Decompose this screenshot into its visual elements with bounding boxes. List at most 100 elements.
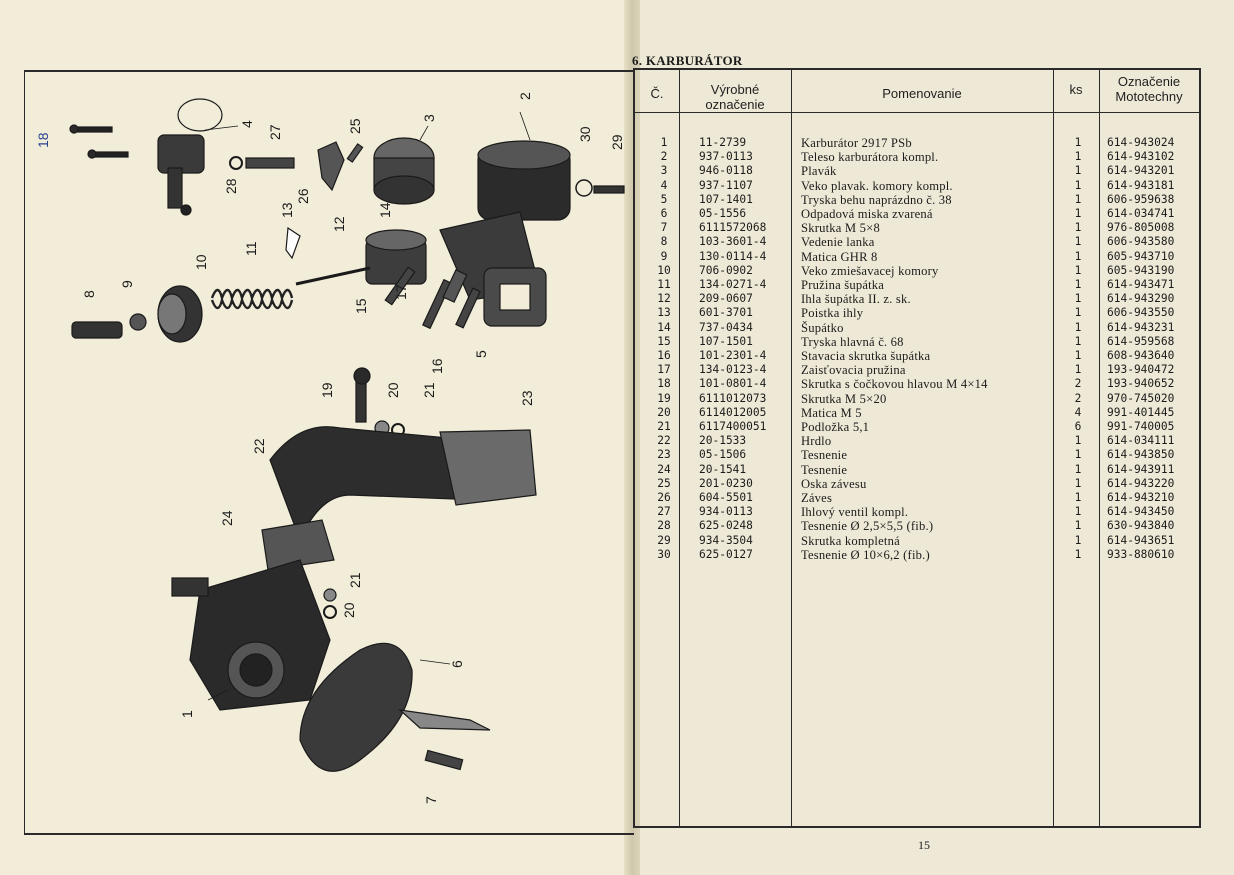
part-name: Veko zmiešavacej komory [801,263,939,278]
callout: 18 [35,132,51,148]
part-number: 5 [660,192,668,206]
callout: 20 [385,382,401,398]
part-number: 14 [657,320,671,334]
part-number: 1 [660,136,668,149]
quantity: 1 [1074,349,1082,362]
production-code: 934-0113 [699,505,753,519]
header-code-line2: označenie [705,97,765,112]
part-number: 25 [657,476,671,490]
mototechna-code: 606-943580 [1107,235,1175,249]
mototechna-code: 614-943201 [1107,164,1175,178]
production-code: 934-3504 [699,533,753,547]
quantity: 1 [1074,448,1082,462]
part-number: 17 [657,363,671,377]
callout: 6 [449,660,465,668]
callout: 4 [239,120,255,128]
quantity: 1 [1074,505,1082,519]
part-number: 21 [657,420,671,433]
mototechna-code: 606-959638 [1107,192,1175,206]
part-number: 12 [657,292,671,306]
part-drip-tray [299,642,491,772]
production-code: 946-0118 [699,164,753,178]
quantity: 1 [1074,136,1082,149]
production-code: 937-0113 [699,150,753,164]
header-divider [635,112,1199,113]
callout: 26 [295,188,311,204]
mototechna-code: 608-943640 [1107,349,1175,362]
header-name: Pomenovanie [882,86,962,101]
part-number: 19 [657,391,671,405]
part-carburetor-assembly [171,559,331,711]
part-name: Matica M 5 [801,405,862,420]
callout: 28 [223,178,239,194]
part-name: Pružina šupátka [801,278,885,292]
production-code: 6111572068 [699,221,767,235]
column-divider [679,70,680,826]
callout: 22 [251,438,267,454]
part-name: Podložka 5,1 [801,420,870,434]
mototechna-code: 614-943024 [1107,136,1175,149]
callout: 2 [517,92,533,100]
mototechna-code: 614-943102 [1107,150,1175,164]
production-code: 706-0902 [699,263,753,277]
part-name: Tesnenie Ø 2,5×5,5 (fib.) [801,519,934,534]
mototechna-code: 970-745020 [1107,391,1175,405]
carburetor-exploded-drawing: 1 2 3 4 5 6 7 8 9 10 11 12 13 14 15 16 1… [35,92,625,804]
mototechna-code: 614-943181 [1107,178,1175,192]
production-code: 6114012005 [699,405,767,419]
mototechna-code: 606-943550 [1107,306,1175,320]
quantity: 1 [1074,334,1082,348]
mototechna-code: 991-401445 [1107,405,1175,419]
part-screws-18 [69,124,129,159]
part-number: 22 [657,434,671,448]
part-name: Matica GHR 8 [801,249,878,264]
quantity: 1 [1074,263,1082,277]
quantity: 1 [1074,235,1082,249]
callout: 15 [353,298,369,314]
production-code: 737-0434 [699,320,753,334]
part-name: Záves [801,491,833,505]
mototechna-code: 614-943850 [1107,448,1175,462]
quantity: 1 [1074,320,1082,334]
mototechna-code: 605-943710 [1107,249,1175,263]
callout: 24 [219,510,235,526]
callout: 19 [319,382,335,398]
part-name: Stavacia skrutka šupátka [801,349,931,363]
part-name: Veko plavak. komory kompl. [801,178,953,193]
part-name: Vedenie lanka [801,235,875,250]
quantity: 1 [1074,192,1082,206]
quantity: 1 [1074,476,1082,490]
callout: 5 [473,350,489,358]
production-code: 625-0248 [699,519,753,533]
quantity: 4 [1074,405,1082,419]
mototechna-code: 991-740005 [1107,420,1175,433]
quantity: 1 [1074,491,1082,504]
part-number: 8 [660,235,668,249]
quantity: 2 [1074,391,1082,405]
part-name: Skrutka kompletná [801,533,900,548]
callout: 9 [119,280,135,288]
quantity: 1 [1074,164,1082,178]
part-number: 24 [657,462,671,476]
quantity: 1 [1074,306,1082,320]
mototechna-code: 605-943190 [1107,263,1175,277]
mototechna-code: 614-943290 [1107,292,1175,306]
callout: 11 [243,241,259,256]
quantity: 1 [1074,434,1082,448]
part-number: 15 [657,334,671,348]
part-name: Tesnenie [801,448,848,463]
callout: 23 [519,390,535,406]
part-name: Plavák [801,164,837,179]
